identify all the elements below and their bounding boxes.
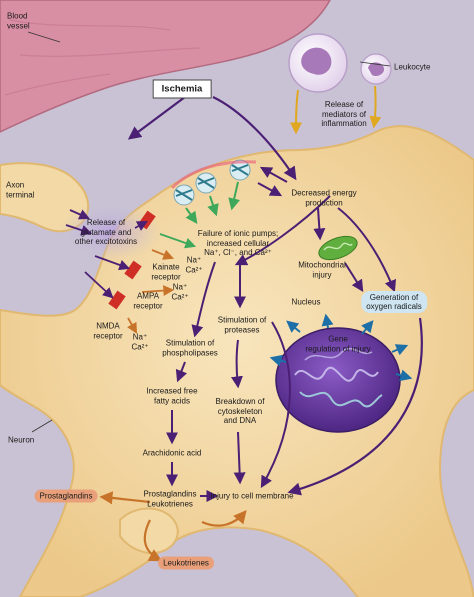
label-axon-terminal: Axon terminal	[6, 180, 35, 200]
label-nucleus: Nucleus	[291, 297, 321, 307]
label-breakdown: Breakdown of cytoskeleton and DNA	[215, 396, 265, 425]
label-prostaglandins: Prostaglandins	[34, 489, 98, 503]
label-release-glutamate: Release of glutamate and other excitotox…	[74, 217, 138, 246]
blood-vessel	[0, 0, 331, 133]
label-stim-phospholipases: Stimulation of phospholipases	[162, 338, 218, 358]
label-leukotrienes: Leukotrienes	[158, 556, 214, 570]
synaptic-bouton	[119, 507, 179, 554]
label-increased-fatty: Increased free fatty acids	[146, 386, 198, 406]
label-leukocyte: Leukocyte	[394, 62, 431, 72]
label-gene-regulation: Gene regulation of injury	[305, 334, 371, 354]
label-ions-1: Na⁺ Ca²⁺	[185, 255, 203, 275]
ischemia-box: Ischemia	[152, 79, 212, 99]
label-ions-3: Na⁺ Ca²⁺	[131, 332, 149, 352]
nmda-receptor-shape	[108, 290, 126, 310]
label-decreased-energy: Decreased energy production	[291, 188, 357, 208]
ion-channel-1	[173, 184, 195, 206]
label-generation-radicals: Generation of oxygen radicals	[361, 291, 427, 313]
label-failure-pumps: Failure of ionic pumps; increased cellul…	[197, 228, 279, 257]
ampa-receptor-shape	[124, 260, 142, 280]
label-kainate-receptor: Kainate receptor	[151, 262, 181, 282]
leukocyte-small	[360, 53, 392, 85]
label-blood-vessel: Blood vessel	[7, 11, 30, 31]
label-ampa-receptor: AMPA receptor	[133, 291, 163, 311]
label-stim-proteases: Stimulation of proteases	[217, 315, 267, 335]
label-prost-leuk: Prostaglandins Leukotrienes	[143, 489, 197, 509]
label-release-mediators: Release of mediators of inflammation	[321, 99, 367, 128]
ion-channel-3	[229, 159, 251, 181]
label-nmda-receptor: NMDA receptor	[93, 321, 123, 341]
label-mito-injury: Mitochondrial injury	[298, 260, 346, 280]
label-arachidonic: Arachidonic acid	[142, 448, 202, 458]
mitochondrion	[318, 235, 358, 261]
label-injury-membrane: Injury to cell membrane	[210, 491, 294, 501]
ion-channel-2	[195, 172, 217, 194]
label-neuron: Neuron	[8, 435, 35, 445]
label-ions-2: Na⁺ Ca²⁺	[171, 282, 189, 302]
leukocyte-large	[288, 33, 348, 93]
